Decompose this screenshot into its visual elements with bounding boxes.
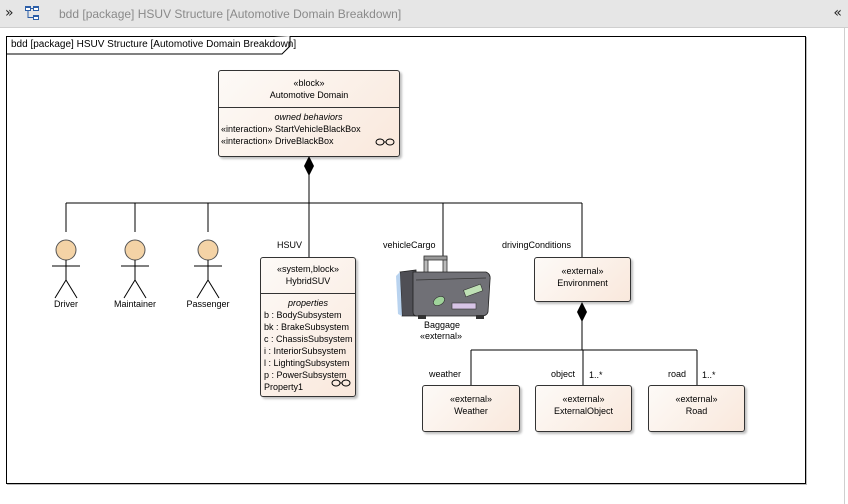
compartment-divider — [219, 107, 399, 108]
block-name: HybridSUV — [285, 276, 331, 286]
actor-passenger-figure — [194, 239, 222, 299]
role-label-weather: weather — [429, 369, 462, 379]
actor-passenger[interactable]: Passenger — [186, 299, 230, 309]
block-name: ExternalObject — [553, 406, 614, 416]
block-environment[interactable]: «external» Environment — [534, 257, 631, 302]
block-stereotype: «external» — [561, 266, 604, 276]
role-label-road: road — [668, 369, 687, 379]
owned-behavior: «interaction» DriveBlackBox — [221, 136, 334, 146]
block-name: Road — [685, 406, 708, 416]
property-row: i : InteriorSubsystem — [264, 346, 347, 356]
diagram-frame — [6, 36, 806, 484]
actor-maintainer-figure — [121, 239, 149, 299]
class-diagram-icon — [25, 6, 39, 20]
link-icon — [331, 379, 351, 387]
role-label-vehicle-cargo: vehicleCargo — [383, 240, 436, 250]
property-row: b : BodySubsystem — [264, 310, 342, 320]
block-automotive-domain[interactable]: «block» Automotive Domain owned behavior… — [218, 70, 400, 157]
env-composition-diamond — [577, 302, 587, 322]
block-stereotype: «external» — [562, 394, 605, 404]
block-name: Automotive Domain — [269, 90, 349, 100]
composition-connectors — [65, 174, 698, 385]
actor-driver-figure — [52, 239, 80, 299]
baggage-stereotype: «external» — [420, 331, 463, 341]
compartment-divider — [261, 293, 355, 294]
role-label-hsuv: HSUV — [277, 240, 303, 250]
panel-divider[interactable] — [844, 28, 845, 504]
property-row: Property1 — [264, 382, 304, 392]
link-icon — [375, 138, 395, 146]
multiplicity-road: 1..* — [702, 370, 716, 380]
block-weather[interactable]: «external» Weather — [422, 385, 520, 432]
block-road[interactable]: «external» Road — [648, 385, 745, 432]
property-row: c : ChassisSubsystem — [264, 334, 353, 344]
diagram-tab-title[interactable]: bdd [package] HSUV Structure [Automotive… — [59, 7, 402, 21]
frame-label: bdd [package] HSUV Structure [Automotive… — [11, 39, 297, 50]
diagram-tab-bar: » bdd [package] HSUV Structure [Automoti… — [0, 0, 848, 28]
actor-driver[interactable]: Driver — [54, 299, 78, 309]
expand-panel-icon[interactable]: » — [5, 5, 14, 21]
compartment-title: properties — [287, 298, 329, 308]
role-label-driving-conditions: drivingConditions — [502, 240, 572, 250]
property-row: bk : BrakeSubsystem — [264, 322, 350, 332]
frame-label-border — [6, 36, 291, 55]
multiplicity-object: 1..* — [589, 370, 603, 380]
block-name: Weather — [454, 406, 488, 416]
block-stereotype: «external» — [675, 394, 718, 404]
composition-diamond — [304, 156, 314, 176]
actor-maintainer[interactable]: Maintainer — [113, 299, 157, 309]
baggage-icon — [396, 255, 491, 319]
property-row: p : PowerSubsystem — [264, 370, 347, 380]
block-stereotype: «external» — [449, 394, 493, 404]
role-label-object: object — [551, 369, 576, 379]
compartment-title: owned behaviors — [274, 112, 343, 122]
block-stereotype: «system,block» — [276, 264, 340, 274]
owned-behavior: «interaction» StartVehicleBlackBox — [221, 124, 361, 134]
collapse-panel-icon[interactable]: « — [833, 5, 842, 21]
property-row: l : LightingSubsystem — [264, 358, 350, 368]
block-external-object[interactable]: «external» ExternalObject — [535, 385, 632, 432]
baggage-name[interactable]: Baggage — [424, 320, 461, 330]
block-hybrid-suv[interactable]: «system,block» HybridSUV properties b : … — [260, 257, 356, 397]
block-stereotype: «block» — [293, 78, 325, 88]
block-name: Environment — [557, 278, 608, 288]
